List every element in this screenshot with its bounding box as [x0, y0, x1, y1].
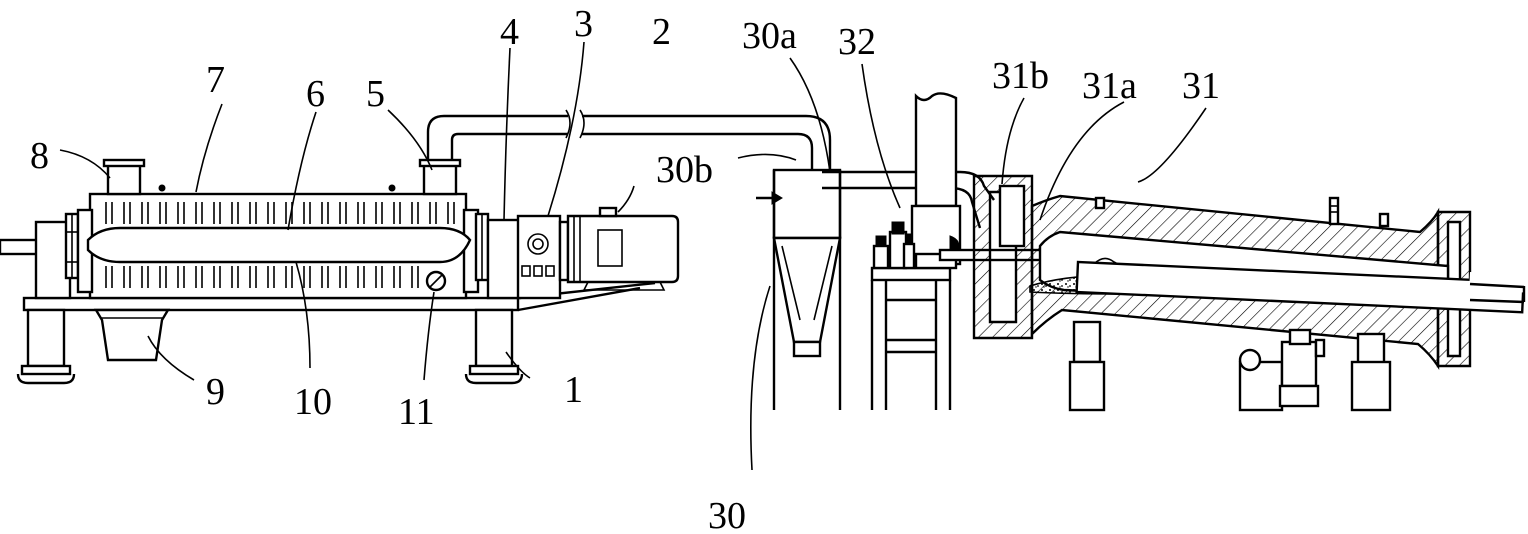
label-31: 31 [1182, 65, 1220, 107]
lower-paddles [105, 266, 419, 288]
kiln-support-right [1350, 332, 1392, 412]
support-leg-right [464, 308, 524, 385]
cyclone-separator [756, 168, 842, 410]
label-31a: 31a [1082, 65, 1137, 107]
label-2: 2 [652, 11, 671, 53]
base-frame [22, 296, 520, 312]
vapor-outlet [422, 162, 458, 196]
label-30: 30 [708, 495, 746, 534]
kiln-support-left [1068, 320, 1106, 412]
leader-lines [59, 41, 1207, 471]
kiln-drive-unit [1238, 328, 1326, 412]
rotary-kiln [972, 174, 1526, 412]
vapor-duct [426, 114, 568, 160]
label-5: 5 [366, 73, 385, 115]
discharge-hopper [93, 308, 171, 362]
transfer-duct [822, 170, 995, 201]
part-labels: 1 2 3 4 5 6 7 8 9 10 11 30 30a 30b 31 31… [30, 3, 1220, 534]
label-8: 8 [30, 135, 49, 177]
rotor-shaft [86, 226, 472, 264]
feed-inlet [106, 162, 142, 196]
label-32: 32 [838, 21, 876, 63]
screw-feeder [870, 92, 1046, 410]
label-30a: 30a [742, 15, 797, 57]
coupling-housing [486, 218, 522, 300]
label-9: 9 [206, 371, 225, 413]
label-1: 1 [564, 369, 583, 411]
support-leg-left [16, 308, 76, 385]
label-7: 7 [206, 59, 225, 101]
label-3: 3 [574, 3, 593, 45]
label-6: 6 [306, 73, 325, 115]
label-31b: 31b [992, 55, 1049, 97]
label-4: 4 [500, 11, 519, 53]
label-10: 10 [294, 381, 332, 423]
upper-paddles [105, 202, 455, 224]
gearbox [516, 214, 562, 300]
horizontal-dryer [0, 109, 832, 385]
label-11: 11 [398, 391, 435, 433]
label-30b: 30b [656, 149, 713, 191]
drive-motor [558, 206, 680, 291]
